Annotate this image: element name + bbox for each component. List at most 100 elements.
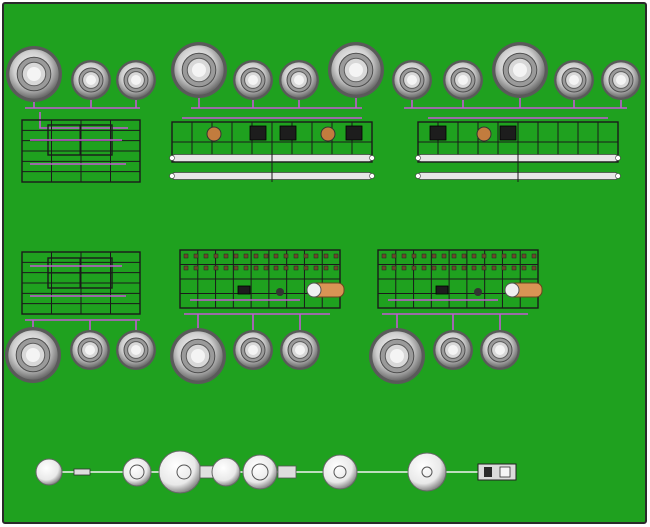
nozzle-ring [176,464,192,480]
nozzle-ring [421,466,433,478]
top-left-module [6,46,156,183]
tank-center [616,75,626,85]
equipment-frame-icon [21,251,141,315]
cylindrical-tank-icon [369,328,425,384]
cylindrical-tank-icon [392,60,432,100]
cylindrical-tank-icon [6,46,62,102]
equipment-frame-icon [179,249,341,309]
cylindrical-tank-icon [233,60,273,100]
motor-icon [504,282,543,298]
nozzle-mark [213,265,219,271]
cylindrical-tank-icon [170,328,226,384]
nozzle-mark [283,265,289,271]
nozzle-mark [461,253,467,259]
tank-center [458,75,468,85]
nozzle-mark [381,253,387,259]
nozzle-mark [451,265,457,271]
nozzle-mark [511,265,517,271]
middle-left-module [5,251,156,383]
nozzle-mark [223,253,229,259]
control-box-icon [435,285,449,295]
cylindrical-tank-icon [71,60,111,100]
nozzle-mark [313,253,319,259]
tube-end [369,155,375,161]
nozzle-mark [323,253,329,259]
nozzle-mark [223,265,229,271]
nozzle-mark [213,253,219,259]
nozzle-mark [293,253,299,259]
spherical-vessel-icon [407,452,447,492]
nozzle-mark [461,265,467,271]
tank-center [295,345,305,355]
nozzle-mark [323,265,329,271]
control-box-icon [499,125,517,141]
nozzle-mark [391,265,397,271]
nozzle-mark [441,265,447,271]
top-middle-module [169,42,384,182]
tank-center [192,63,206,77]
top-right-module [392,42,641,182]
control-box-icon [237,285,251,295]
tube-end [369,173,375,179]
control-box-icon [345,125,363,141]
nozzle-mark [203,253,209,259]
nozzle-mark [401,253,407,259]
nozzle-mark [431,265,437,271]
cylindrical-tank-icon [116,330,156,370]
nozzle-mark [203,265,209,271]
spherical-vessel-icon [211,457,241,487]
cylindrical-tank-icon [480,330,520,370]
pipe-line [39,112,128,129]
nozzle-mark [411,253,417,259]
tube-end [615,173,621,179]
spherical-vessel-icon [35,458,63,486]
nozzle-mark [273,265,279,271]
tank-center [131,345,141,355]
nozzle-mark [183,265,189,271]
nozzle-mark [233,265,239,271]
motor-icon [320,126,336,142]
valve [474,288,482,296]
control-box-icon [429,125,447,141]
motor-icon [476,126,492,142]
nozzle-mark [313,265,319,271]
middle-center-module [170,249,345,384]
nozzle-mark [471,265,477,271]
cylindrical-tank-icon [492,42,548,98]
nozzle-mark [531,253,537,259]
nozzle-mark [303,253,309,259]
nozzle-mark [391,253,397,259]
nozzle-mark [333,265,339,271]
tank-center [26,348,40,362]
nozzle-mark [243,253,249,259]
nozzle-ring [129,464,145,480]
nozzle-mark [193,265,199,271]
tube-end [615,155,621,161]
tube-end [415,155,421,161]
spherical-vessel-icon [322,454,358,490]
nozzle-mark [293,265,299,271]
nozzle-mark [441,253,447,259]
tank-center [513,63,527,77]
pump-icon [277,465,297,479]
nozzle-mark [521,253,527,259]
spherical-vessel-icon [158,450,202,494]
tank-center [569,75,579,85]
cylindrical-tank-icon [116,60,156,100]
cylindrical-tank-icon [171,42,227,98]
nozzle-mark [273,253,279,259]
controller-slot [484,467,492,477]
tank-center [495,345,505,355]
middle-right-module [369,249,543,384]
nozzle-mark [381,265,387,271]
controller-panel [499,466,511,478]
tube-end [169,155,175,161]
cylindrical-tank-icon [554,60,594,100]
cylindrical-tank-icon [433,330,473,370]
tank-center [86,75,96,85]
cylindrical-tank-icon [279,60,319,100]
nozzle-ring [251,463,269,481]
tank-center [248,75,258,85]
nozzle-mark [411,265,417,271]
